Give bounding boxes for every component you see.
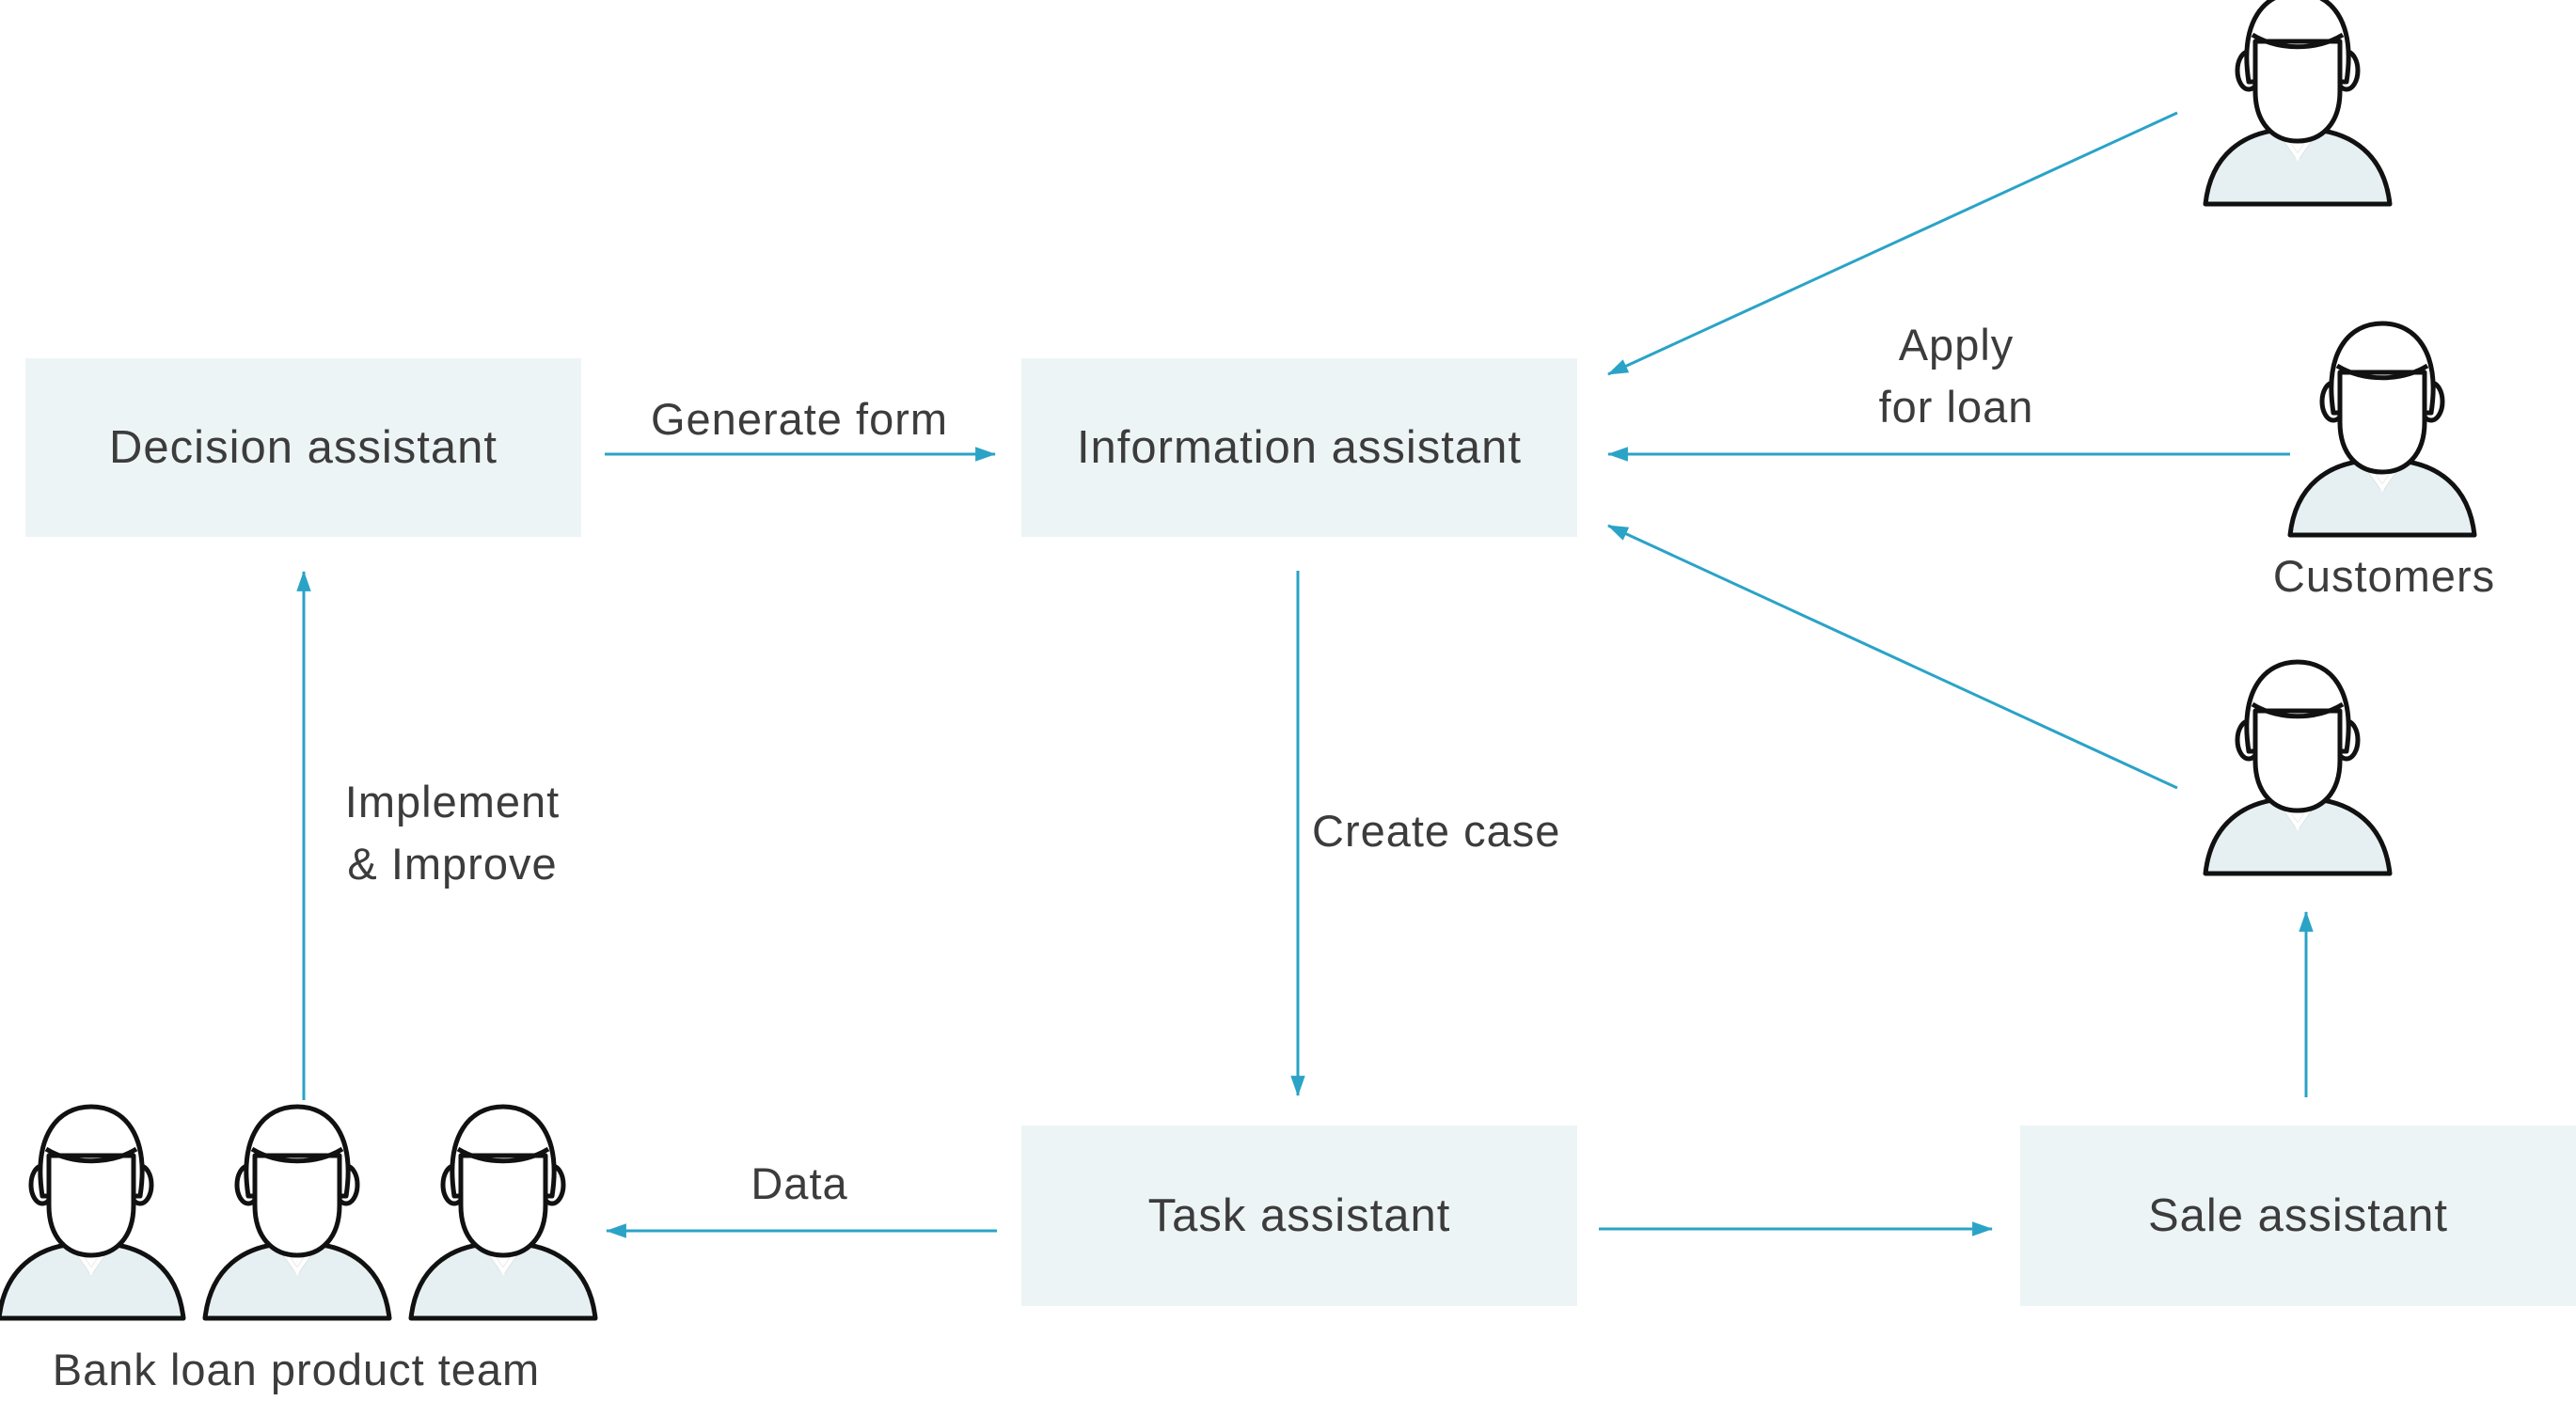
apply-label-line1: Apply xyxy=(1898,320,2015,370)
implement-label-line1: Implement xyxy=(344,777,561,826)
sale-assistant-node: Sale assistant xyxy=(2020,1126,2576,1306)
customer-person-icon xyxy=(2205,0,2390,204)
implement-improve-label: Implement & Improve xyxy=(264,771,640,895)
generate-form-label: Generate form xyxy=(650,394,949,444)
apply-for-loan-label: Apply for loan xyxy=(1768,314,2144,438)
team-person-icon xyxy=(205,1107,389,1318)
team-person-icon xyxy=(411,1107,595,1318)
arrow-customer-bottom-to-information xyxy=(1607,524,2178,790)
task-assistant-node: Task assistant xyxy=(1021,1126,1577,1306)
bank-loan-team-label: Bank loan product team xyxy=(52,1345,541,1394)
implement-label-line2: & Improve xyxy=(347,839,558,889)
decision-assistant-label: Decision assistant xyxy=(109,422,498,473)
information-assistant-node: Information assistant xyxy=(1021,358,1577,537)
information-assistant-label: Information assistant xyxy=(1076,422,1523,473)
customers-label: Customers xyxy=(2272,551,2496,601)
create-case-label: Create case xyxy=(1312,806,1561,856)
customer-person-icon xyxy=(2290,323,2474,535)
decision-assistant-node: Decision assistant xyxy=(25,358,581,537)
team-person-icon xyxy=(0,1107,183,1318)
sale-assistant-label: Sale assistant xyxy=(2147,1190,2449,1241)
data-label: Data xyxy=(751,1158,848,1208)
customer-person-icon xyxy=(2205,662,2390,874)
arrow-customer-top-to-information xyxy=(1607,111,2178,376)
apply-label-line2: for loan xyxy=(1878,382,2034,432)
task-assistant-label: Task assistant xyxy=(1147,1190,1451,1241)
